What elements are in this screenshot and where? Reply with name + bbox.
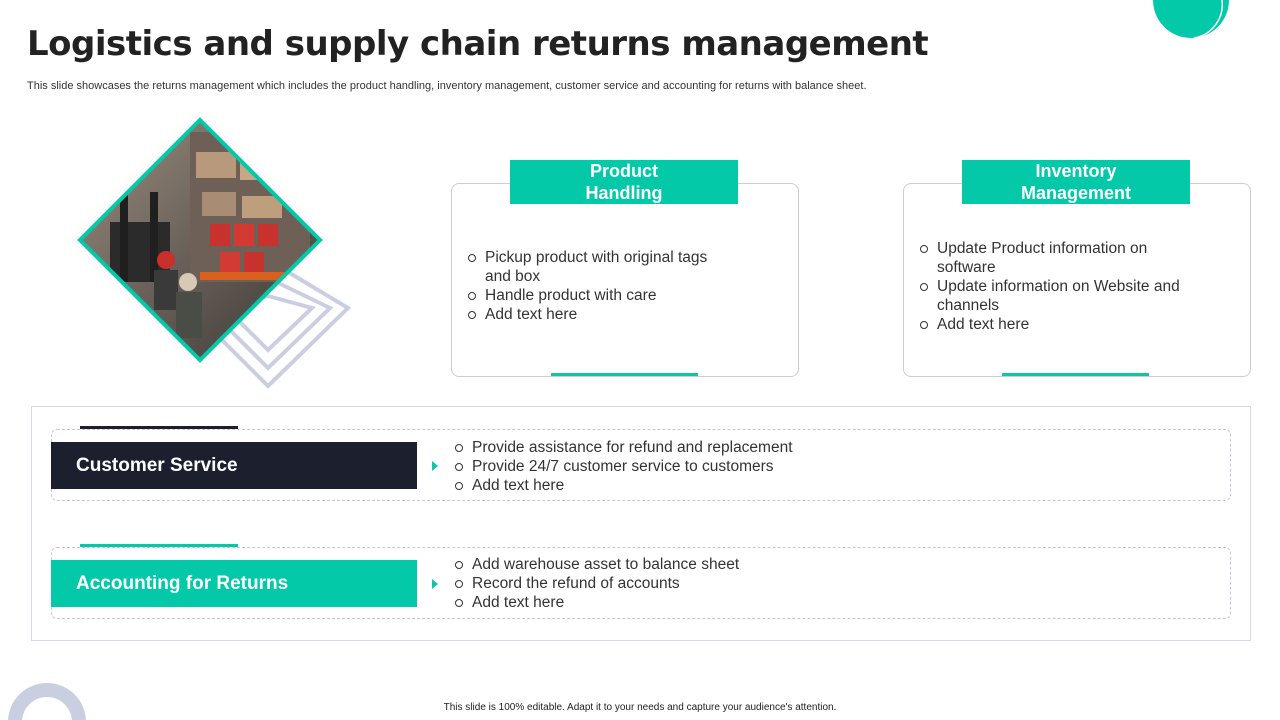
inventory-management-header: Inventory Management: [962, 160, 1190, 204]
list-item: Add text here: [453, 476, 1153, 495]
caret-right-icon: [432, 579, 438, 589]
product-handling-header: Product Handling: [510, 160, 738, 204]
list-item: Pickup product with original tags and bo…: [466, 248, 736, 286]
warehouse-diamond-image: [77, 117, 352, 389]
customer-service-bullet-list: Provide assistance for refund and replac…: [453, 438, 1153, 495]
slide-title: Logistics and supply chain returns manag…: [27, 24, 929, 64]
list-item: Add text here: [466, 305, 736, 324]
customer-service-top-line: [80, 426, 238, 429]
list-item: Update Product information on software: [918, 239, 1208, 277]
accounting-returns-top-line: [80, 544, 238, 547]
list-item: Add warehouse asset to balance sheet: [453, 555, 1153, 574]
slide-footer: This slide is 100% editable. Adapt it to…: [443, 702, 837, 713]
accounting-returns-label: Accounting for Returns: [51, 560, 417, 607]
list-item: Add text here: [918, 315, 1208, 334]
caret-right-icon: [432, 461, 438, 471]
product-handling-accent-line: [551, 373, 698, 376]
list-item: Update information on Website and channe…: [918, 277, 1208, 315]
list-item: Handle product with care: [466, 286, 736, 305]
list-item: Record the refund of accounts: [453, 574, 1153, 593]
inventory-management-card: [903, 183, 1251, 377]
product-handling-card: [451, 183, 799, 377]
inventory-management-accent-line: [1002, 373, 1149, 376]
slide-subtitle: This slide showcases the returns managem…: [27, 80, 867, 92]
corner-decoration-shape: [1153, 0, 1229, 39]
inventory-management-bullet-list: Update Product information on software U…: [918, 239, 1208, 334]
list-item: Provide assistance for refund and replac…: [453, 438, 1153, 457]
product-handling-bullet-list: Pickup product with original tags and bo…: [466, 248, 736, 324]
ring-decoration-shape: [8, 683, 86, 720]
list-item: Add text here: [453, 593, 1153, 612]
accounting-returns-bullet-list: Add warehouse asset to balance sheet Rec…: [453, 555, 1153, 612]
list-item: Provide 24/7 customer service to custome…: [453, 457, 1153, 476]
customer-service-label: Customer Service: [51, 442, 417, 489]
